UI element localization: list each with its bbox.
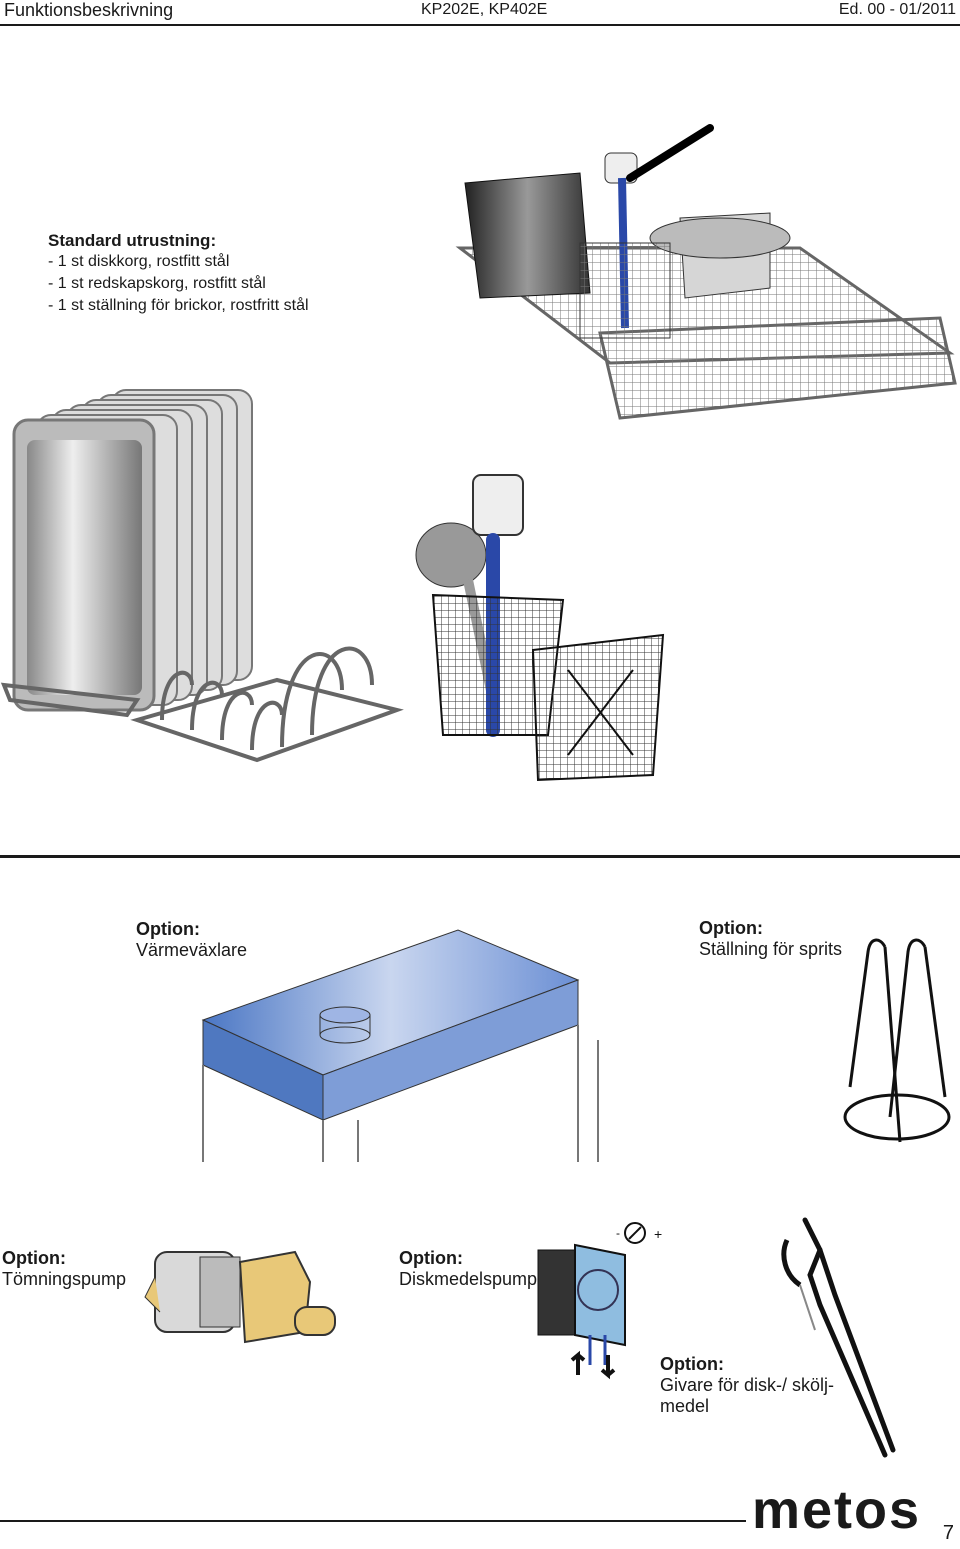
header-rule bbox=[0, 24, 960, 26]
sensor-illustration bbox=[781, 1217, 896, 1458]
option-heat-exchanger: Option: Värmeväxlare bbox=[136, 919, 247, 961]
option-sensor: Option: Givare för disk-/ skölj- medel bbox=[660, 1354, 834, 1417]
section-title: Funktionsbeskrivning bbox=[4, 0, 174, 20]
option-drain-pump: Option: Tömningspump bbox=[2, 1248, 126, 1290]
option-label: Option: bbox=[399, 1248, 463, 1268]
option-text: Ställning för sprits bbox=[699, 939, 843, 959]
utensil-basket-illustration bbox=[415, 474, 665, 782]
footer-rule bbox=[0, 1520, 746, 1522]
option-text: Diskmedelspump bbox=[399, 1269, 538, 1289]
edition: Ed. 00 - 01/2011 bbox=[838, 1, 956, 18]
model-name: KP202E, KP402E bbox=[421, 1, 548, 18]
option-label: Option: bbox=[2, 1248, 66, 1268]
standard-item: - 1 st redskapskorg, rostfitt stål bbox=[48, 275, 266, 292]
standard-item: - 1 st diskkorg, rostfitt stål bbox=[48, 253, 230, 270]
svg-text:-: - bbox=[616, 1226, 620, 1240]
option-text: Tömningspump bbox=[2, 1269, 127, 1289]
option-text: medel bbox=[660, 1396, 710, 1416]
dish-basket-illustration bbox=[455, 124, 957, 420]
metos-logo: metos bbox=[752, 1480, 922, 1540]
detergent-pump-illustration: - + bbox=[537, 1222, 662, 1380]
page-number: 7 bbox=[942, 1522, 954, 1544]
option-detergent-pump: Option: Diskmedelspump bbox=[399, 1248, 537, 1290]
svg-text:+: + bbox=[654, 1226, 662, 1242]
standard-item: - 1 st ställning för brickor, rostfritt … bbox=[48, 297, 309, 314]
option-text: Givare för disk-/ skölj- bbox=[660, 1375, 835, 1395]
drain-pump-illustration bbox=[144, 1250, 336, 1344]
standard-title: Standard utrustning: bbox=[48, 231, 217, 250]
option-label: Option: bbox=[699, 918, 763, 938]
heat-exchanger-illustration bbox=[201, 929, 599, 1162]
section-rule bbox=[0, 855, 960, 858]
option-label: Option: bbox=[136, 919, 200, 939]
option-spray-stand: Option: Ställning för sprits bbox=[699, 918, 842, 960]
spray-stand-illustration bbox=[843, 938, 951, 1143]
option-label: Option: bbox=[660, 1354, 724, 1374]
option-text: Värmeväxlare bbox=[136, 940, 248, 960]
standard-equipment: Standard utrustning: - 1 st diskkorg, ro… bbox=[48, 231, 309, 317]
tray-rack-illustration bbox=[0, 389, 404, 763]
